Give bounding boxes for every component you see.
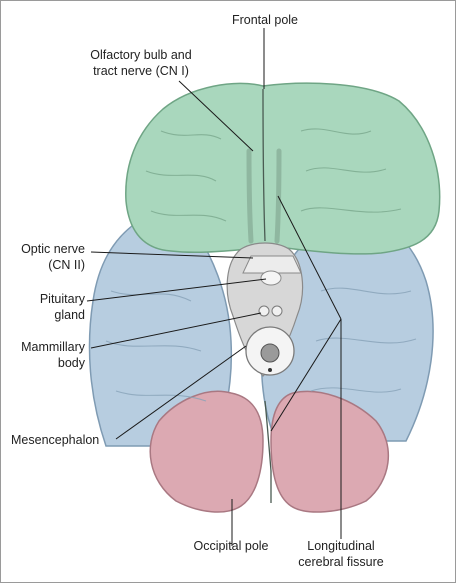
leader-mesencephalon bbox=[115, 345, 247, 440]
label-olfactory-line2: tract nerve (CN I) bbox=[93, 64, 189, 78]
aqueduct-dot bbox=[268, 368, 272, 372]
label-mesencephalon: Mesencephalon bbox=[11, 433, 100, 447]
leader-fissure-b bbox=[277, 195, 342, 320]
frontal-lobes bbox=[125, 82, 441, 255]
leader-fissure-a bbox=[270, 318, 342, 432]
longitudinal-fissure-line bbox=[262, 88, 272, 503]
label-fissure-line2: cerebral fissure bbox=[298, 555, 384, 569]
olfactory-tract-right bbox=[274, 148, 282, 244]
label-mammillary-line2: body bbox=[57, 356, 85, 370]
label-pituitary-line1: Pituitary bbox=[39, 292, 85, 306]
pituitary-gland-shape bbox=[260, 270, 282, 286]
label-pituitary-line2: gland bbox=[54, 308, 85, 322]
label-frontal-pole: Frontal pole bbox=[231, 13, 298, 27]
mammillary-body-left bbox=[258, 305, 270, 317]
right-occipital-lobe bbox=[270, 390, 390, 513]
aqueduct-mark bbox=[260, 343, 280, 363]
label-fissure-line1: Longitudinal bbox=[307, 539, 375, 553]
mammillary-body-right bbox=[271, 305, 283, 317]
label-optic-line2: (CN II) bbox=[48, 258, 85, 272]
leader-olfactory bbox=[178, 80, 254, 152]
label-optic-line1: Optic nerve bbox=[21, 242, 85, 256]
label-mammillary-line1: Mammillary bbox=[21, 340, 85, 354]
olfactory-tract-left bbox=[246, 148, 254, 244]
left-occipital-lobe bbox=[149, 390, 264, 513]
leader-mammillary bbox=[90, 312, 262, 349]
leader-optic-nerve bbox=[90, 251, 254, 259]
optic-chiasm bbox=[242, 255, 302, 274]
label-occipital-pole: Occipital pole bbox=[193, 539, 269, 553]
leader-pituitary bbox=[86, 278, 267, 302]
label-olfactory-line1: Olfactory bulb and bbox=[90, 48, 192, 62]
left-temporal-lobe bbox=[88, 205, 233, 447]
